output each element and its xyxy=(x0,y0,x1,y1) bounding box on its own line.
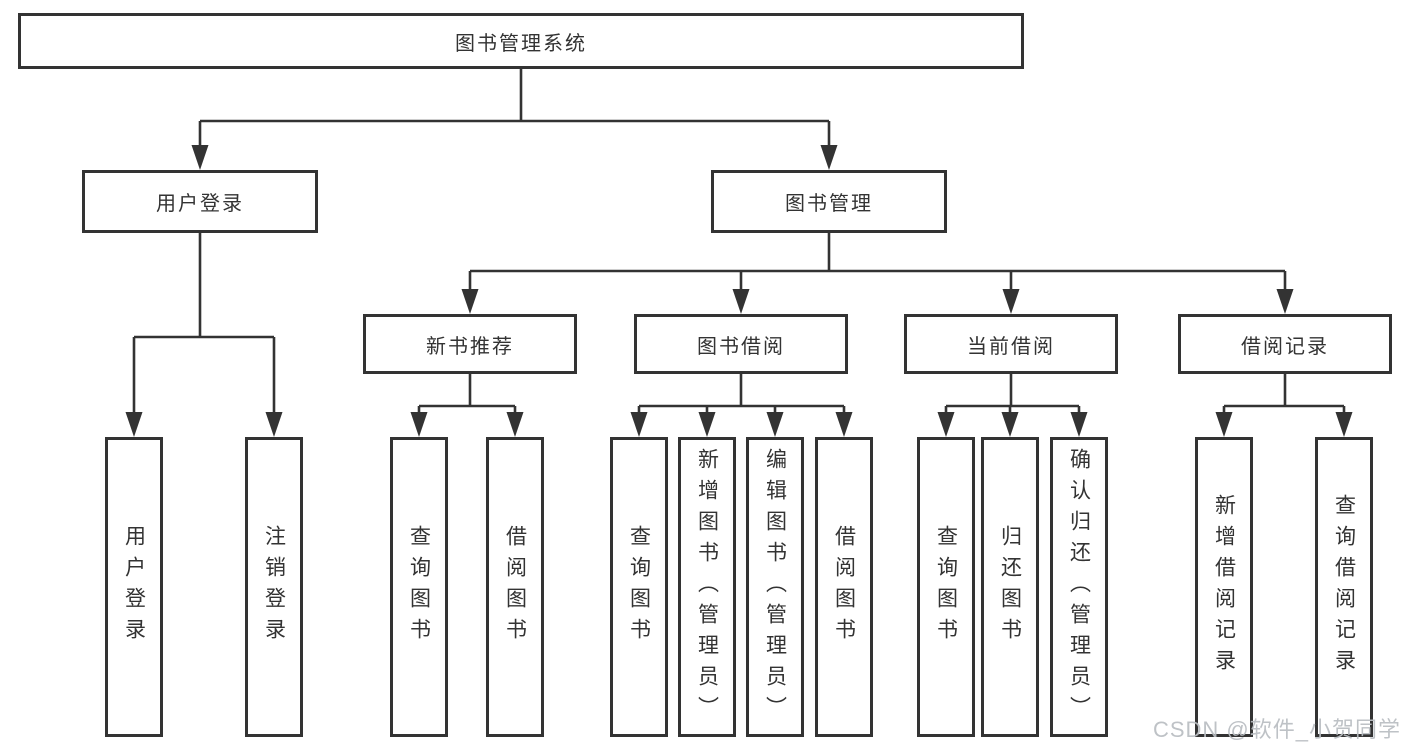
leaf-label: 新增借阅记录 xyxy=(1212,494,1236,680)
node-borrow-records: 借阅记录 xyxy=(1178,314,1392,374)
node-label: 用户登录 xyxy=(156,193,244,215)
leaf-return-books: 归还图书 xyxy=(981,437,1039,737)
node-current-borrowing: 当前借阅 xyxy=(904,314,1118,374)
leaf-edit-books-admin: 编辑图书（管理员） xyxy=(746,437,804,737)
leaf-label: 用户登录 xyxy=(122,525,146,649)
node-label: 图书管理系统 xyxy=(455,32,587,55)
node-label: 图书借阅 xyxy=(697,335,785,358)
leaf-add-borrow-record: 新增借阅记录 xyxy=(1195,437,1253,737)
leaf-borrow-books: 借阅图书 xyxy=(815,437,873,737)
leaf-label: 归还图书 xyxy=(998,525,1022,649)
leaf-query-books-recommend: 查询图书 xyxy=(390,437,448,737)
node-book-management: 图书管理 xyxy=(711,170,947,233)
leaf-borrow-books-recommend: 借阅图书 xyxy=(486,437,544,737)
leaf-label: 查询图书 xyxy=(407,525,431,649)
leaf-label: 查询图书 xyxy=(934,525,958,649)
node-library-management-system: 图书管理系统 xyxy=(18,13,1024,69)
leaf-user-login: 用户登录 xyxy=(105,437,163,737)
leaf-add-books-admin: 新增图书（管理员） xyxy=(678,437,736,737)
leaf-label: 编辑图书（管理员） xyxy=(763,447,787,727)
leaf-query-books-current: 查询图书 xyxy=(917,437,975,737)
leaf-label: 查询借阅记录 xyxy=(1332,494,1356,680)
node-label: 借阅记录 xyxy=(1241,335,1329,358)
leaf-query-books-borrow: 查询图书 xyxy=(610,437,668,737)
node-book-borrowing: 图书借阅 xyxy=(634,314,848,374)
csdn-watermark: CSDN @软件_小贺同学 xyxy=(1152,717,1401,742)
node-new-book-recommend: 新书推荐 xyxy=(363,314,577,374)
node-label: 新书推荐 xyxy=(426,335,514,358)
leaf-label: 确认归还（管理员） xyxy=(1067,447,1091,727)
leaf-label: 查询图书 xyxy=(627,525,651,649)
node-user-login: 用户登录 xyxy=(82,170,318,233)
node-label: 图书管理 xyxy=(785,193,873,215)
leaf-logout: 注销登录 xyxy=(245,437,303,737)
leaf-label: 新增图书（管理员） xyxy=(695,447,719,727)
leaf-label: 借阅图书 xyxy=(832,525,856,649)
arrowhead-icons xyxy=(125,145,1353,437)
leaf-confirm-return-admin: 确认归还（管理员） xyxy=(1050,437,1108,737)
leaf-label: 注销登录 xyxy=(262,525,286,649)
leaf-label: 借阅图书 xyxy=(503,525,527,649)
node-label: 当前借阅 xyxy=(967,335,1055,358)
leaf-query-borrow-record: 查询借阅记录 xyxy=(1315,437,1373,737)
